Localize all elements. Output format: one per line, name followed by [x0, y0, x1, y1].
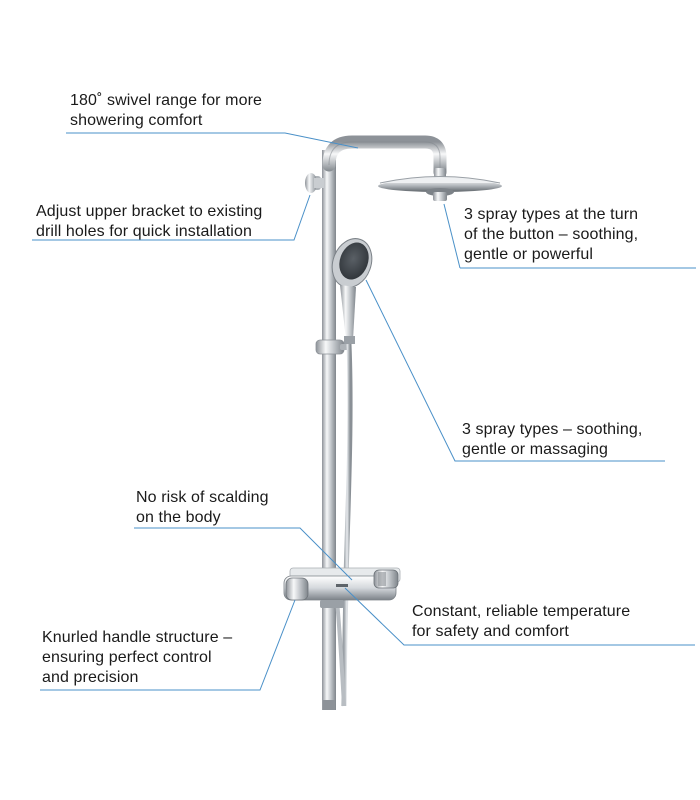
- riser-pipe: [322, 150, 336, 710]
- hand-shower: [331, 238, 373, 344]
- callout-hand-spray-line-2: gentle or massaging: [462, 441, 608, 458]
- callout-scalding-line-2: on the body: [136, 509, 221, 526]
- callout-swivel-range: 180˚ swivel range for more showering com…: [70, 91, 262, 131]
- leader-line-bracket: [32, 194, 311, 241]
- callout-handle-line-1: Knurled handle structure –: [42, 629, 233, 646]
- callout-bracket-line-2: drill holes for quick installation: [36, 223, 252, 240]
- callout-hand-spray-line-1: 3 spray types – soothing,: [462, 421, 643, 438]
- callout-head-spray-line-1: 3 spray types at the turn: [464, 206, 639, 223]
- callout-knurled-handle: Knurled handle structure – ensuring perf…: [42, 628, 232, 688]
- callout-leader-lines: [32, 132, 696, 691]
- leader-line-head-tick: [443, 203, 461, 269]
- swivel-arm: [322, 135, 447, 179]
- leader-line-scalding: [134, 527, 353, 581]
- callout-constant-temperature: Constant, reliable temperature for safet…: [412, 602, 630, 642]
- callout-head-spray-line-3: gentle or powerful: [464, 246, 593, 263]
- leader-line-handle: [40, 599, 296, 691]
- callout-handle-line-2: ensuring perfect control: [42, 649, 212, 666]
- callout-swivel-line-2: showering comfort: [70, 112, 203, 129]
- callout-handle-line-3: and precision: [42, 669, 139, 686]
- callout-scalding-line-1: No risk of scalding: [136, 489, 269, 506]
- thermostat-mixer: [283, 567, 401, 608]
- leader-line-swivel: [66, 132, 359, 149]
- leader-line-temperature: [344, 587, 695, 646]
- upper-bracket: [305, 173, 324, 193]
- callout-head-spray-types: 3 spray types at the turn of the button …: [464, 205, 638, 265]
- shower-hose: [334, 343, 353, 707]
- callout-head-spray-line-2: of the button – soothing,: [464, 226, 639, 243]
- callout-temperature-line-1: Constant, reliable temperature: [412, 603, 631, 620]
- callout-no-scalding: No risk of scalding on the body: [136, 488, 269, 528]
- head-shower: [378, 168, 502, 201]
- callout-hand-spray-types: 3 spray types – soothing, gentle or mass…: [462, 420, 642, 460]
- callout-temperature-line-2: for safety and comfort: [412, 623, 569, 640]
- callout-upper-bracket: Adjust upper bracket to existing drill h…: [36, 202, 262, 242]
- leader-line-hand: [365, 279, 665, 462]
- callout-bracket-line-1: Adjust upper bracket to existing: [36, 203, 263, 220]
- callout-swivel-line-1: 180˚ swivel range for more: [70, 92, 263, 109]
